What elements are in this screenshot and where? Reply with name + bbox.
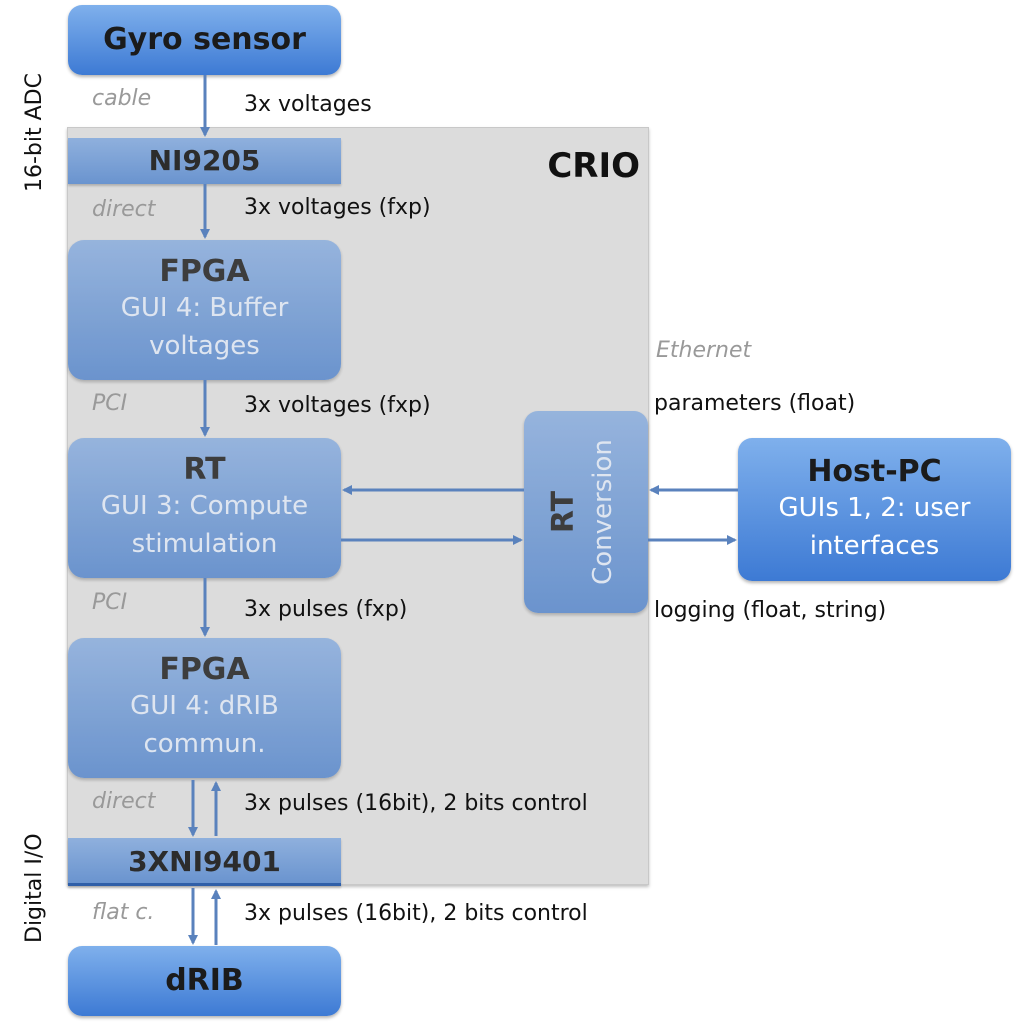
fpga-drib-title: FPGA — [159, 652, 250, 687]
fpga-buffer-line2: voltages — [149, 331, 260, 361]
fpga-drib-line1: GUI 4: dRIB — [130, 691, 279, 721]
cable-data-label: 3x voltages — [244, 92, 372, 117]
drib-title: dRIB — [165, 963, 244, 998]
direct1-data-label: 3x voltages (fxp) — [244, 195, 431, 220]
ni9401-module[interactable]: 3XNI9401 — [68, 838, 341, 886]
pci1-data-label: 3x voltages (fxp) — [244, 393, 431, 418]
direct2-data-label: 3x pulses (16bit), 2 bits control — [244, 791, 588, 816]
ni9205-title: NI9205 — [148, 144, 261, 177]
fpga-buffer-title: FPGA — [159, 254, 250, 289]
host-pc-title: Host-PC — [807, 454, 942, 489]
pci1-label: PCI — [92, 391, 128, 416]
fpga-buffer-box[interactable]: FPGA GUI 4: Buffer voltages — [68, 240, 341, 380]
host-pc-line2: interfaces — [809, 531, 940, 561]
rt-compute-title: RT — [183, 452, 226, 487]
gyro-sensor-title: Gyro sensor — [103, 22, 306, 57]
fpga-buffer-line1: GUI 4: Buffer — [120, 293, 289, 323]
pci2-data-label: 3x pulses (fxp) — [244, 597, 408, 622]
fpga-drib-box[interactable]: FPGA GUI 4: dRIB commun. — [68, 638, 341, 778]
ni9401-title: 3XNI9401 — [128, 845, 281, 878]
crio-label: CRIO — [547, 146, 640, 186]
host-pc-box[interactable]: Host-PC GUIs 1, 2: user interfaces — [738, 438, 1011, 581]
parameters-label: parameters (float) — [654, 391, 856, 416]
fpga-drib-line2: commun. — [143, 729, 266, 759]
rt-conversion-box[interactable]: RT Conversion — [524, 411, 648, 613]
gyro-sensor-box[interactable]: Gyro sensor — [68, 5, 341, 75]
pci2-label: PCI — [92, 590, 128, 615]
rt-compute-line1: GUI 3: Compute — [100, 491, 309, 521]
ni9205-module[interactable]: NI9205 — [68, 138, 341, 184]
logging-label: logging (float, string) — [654, 598, 887, 623]
rt-compute-box[interactable]: RT GUI 3: Compute stimulation — [68, 438, 341, 578]
flat-cable-data-label: 3x pulses (16bit), 2 bits control — [244, 901, 588, 926]
rt-compute-line2: stimulation — [131, 529, 278, 559]
host-pc-line1: GUIs 1, 2: user — [778, 493, 971, 523]
direct1-label: direct — [92, 197, 156, 222]
flat-cable-label: flat c. — [92, 900, 155, 925]
drib-box[interactable]: dRIB — [68, 946, 341, 1016]
cable-label: cable — [92, 86, 152, 111]
direct2-label: direct — [92, 789, 156, 814]
ethernet-label: Ethernet — [656, 338, 752, 363]
